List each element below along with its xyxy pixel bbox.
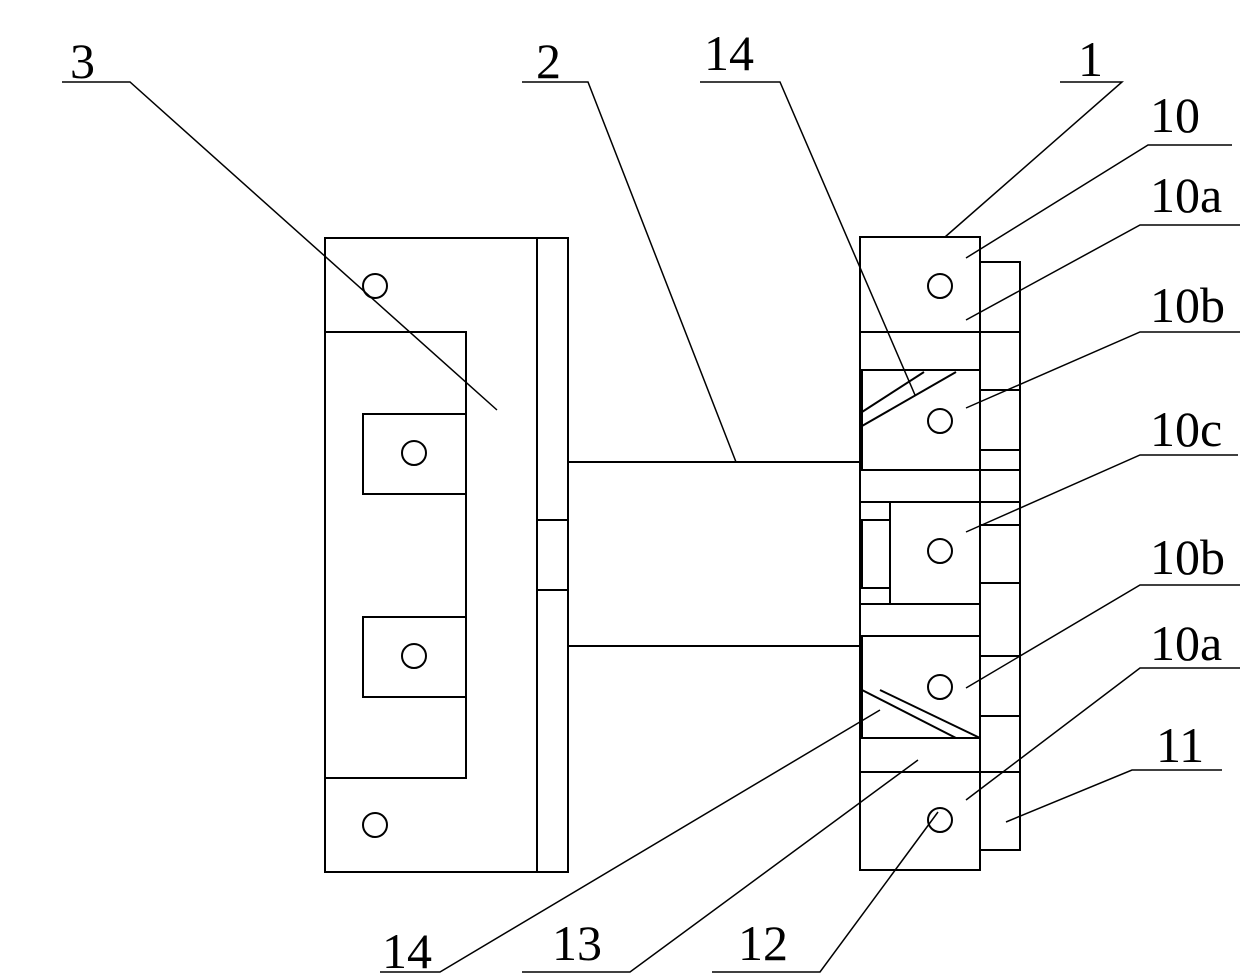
left-inner-body xyxy=(325,332,466,778)
label-14-top: 14 xyxy=(704,25,754,81)
label-2: 2 xyxy=(536,33,561,89)
leader-11 xyxy=(1006,770,1222,822)
left-upper-tab-hole xyxy=(402,441,426,465)
label-10c: 10c xyxy=(1150,401,1222,457)
reference-labels: 3 2 14 1 10 10a 10b 10c 10b 10a 11 14 13… xyxy=(70,25,1225,979)
label-10b-bottom: 10b xyxy=(1150,529,1225,585)
label-13: 13 xyxy=(552,915,602,971)
segment-10b-bottom-plate xyxy=(862,636,980,738)
label-3: 3 xyxy=(70,33,95,89)
segment-10c-back-tab xyxy=(980,525,1020,583)
label-14-bottom: 14 xyxy=(382,923,432,979)
label-10b-top: 10b xyxy=(1150,277,1225,333)
right-block-assembly xyxy=(860,237,1020,870)
connector-body xyxy=(568,462,860,646)
label-10: 10 xyxy=(1150,87,1200,143)
left-lower-tab-hole xyxy=(402,644,426,668)
label-10a-bottom: 10a xyxy=(1150,615,1222,671)
segment-10b-top-plate xyxy=(862,370,980,470)
label-1: 1 xyxy=(1078,31,1103,87)
label-11: 11 xyxy=(1156,717,1204,773)
left-bottom-hole xyxy=(363,813,387,837)
left-block-assembly xyxy=(325,238,568,872)
label-12: 12 xyxy=(738,915,788,971)
leader-lines xyxy=(62,82,1240,972)
segment-10c-inset xyxy=(862,520,890,588)
right-hole-10b-bottom xyxy=(928,675,952,699)
right-hole-10b-top xyxy=(928,409,952,433)
right-hole-10c xyxy=(928,539,952,563)
right-hole-10 xyxy=(928,274,952,298)
leader-1 xyxy=(945,82,1122,237)
label-10a-top: 10a xyxy=(1150,167,1222,223)
